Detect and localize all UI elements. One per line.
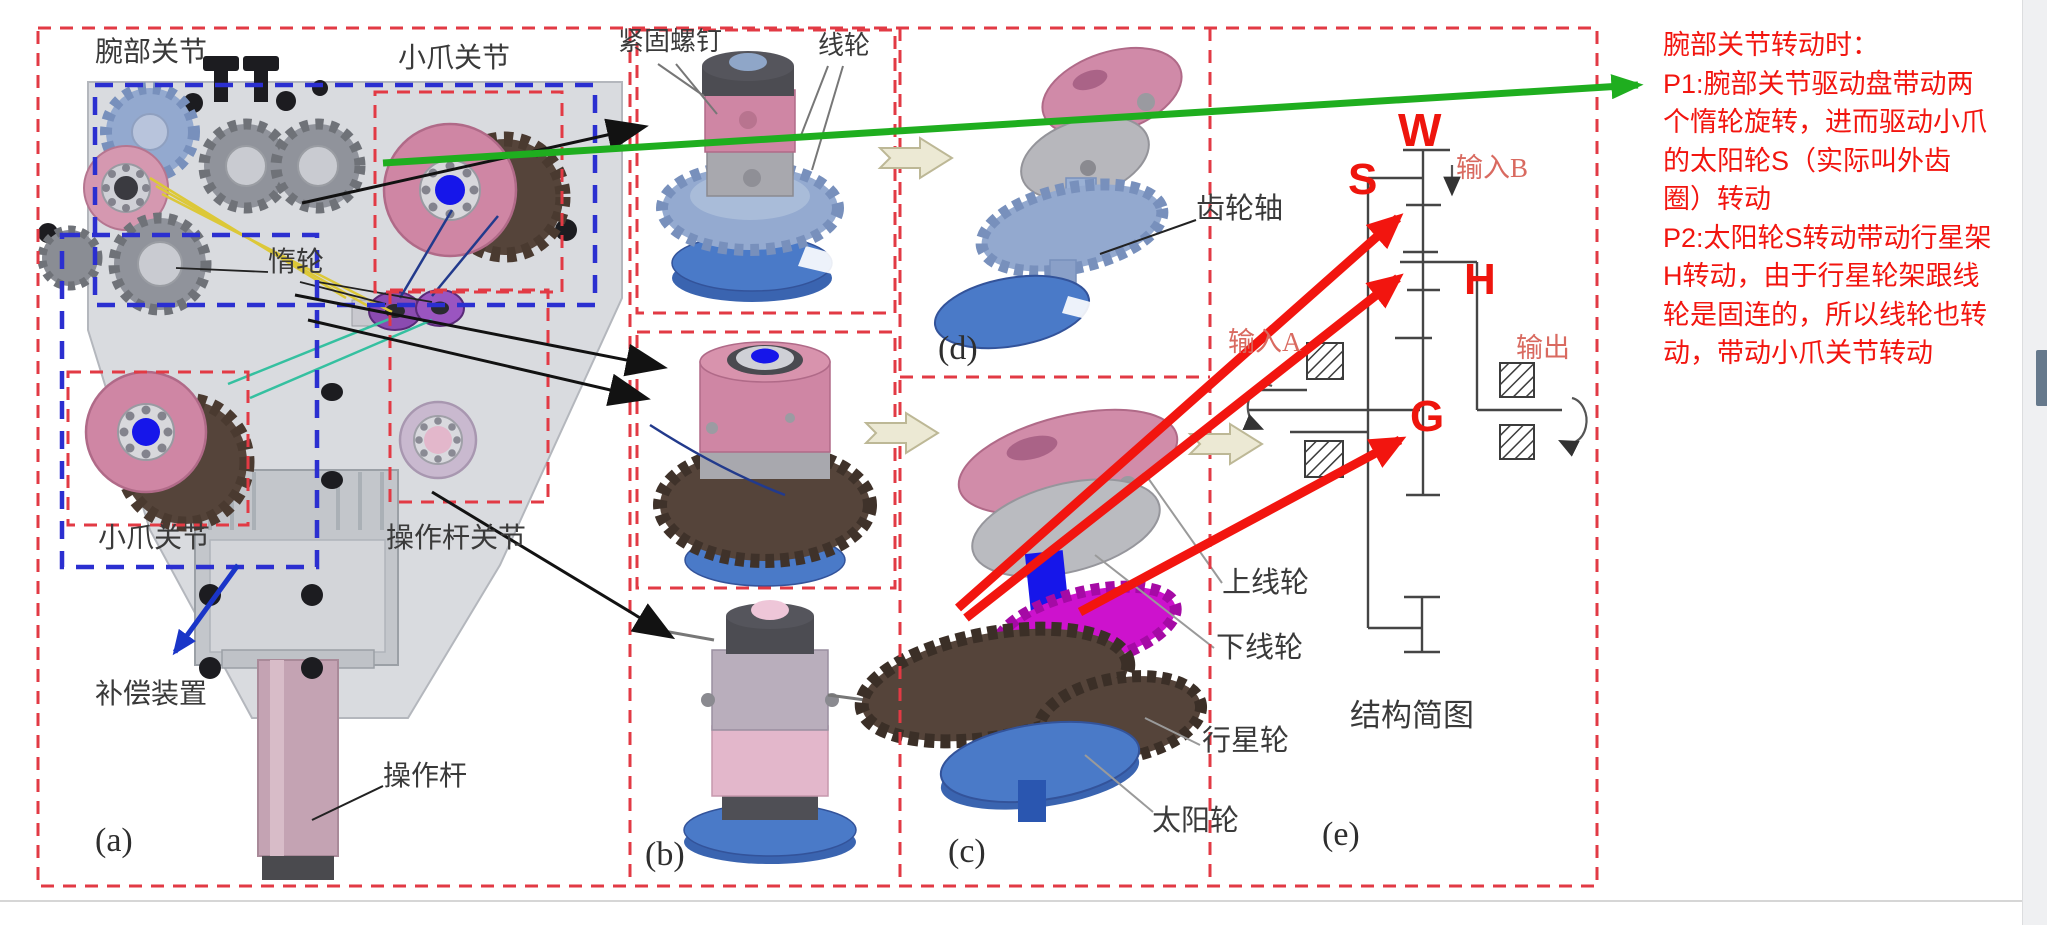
schematic-letter-w: W [1398, 104, 1442, 156]
label-operating-rod: 操作杆 [383, 761, 468, 792]
black-callout-arrows [294, 118, 676, 640]
annotation-line: 轮是固连的，所以线轮也转 [1663, 299, 1987, 330]
label-lower-wire-wheel: 下线轮 [1216, 632, 1304, 664]
panel-tag-b: (b) [645, 836, 685, 873]
bottom-separator [0, 900, 2047, 902]
rod-label-leader [311, 785, 384, 821]
gear-gray-3 [108, 212, 212, 316]
schematic-letter-g: G [1410, 392, 1445, 441]
label-claw-joint-bottom: 小爪关节 [98, 523, 211, 554]
label-output: 输出 [1516, 333, 1570, 363]
schematic-letter-s: S [1348, 155, 1378, 204]
label-planet-gear: 行星轮 [1202, 725, 1290, 757]
annotation-line: P2:太阳轮S转动带动行星架 [1663, 222, 1992, 253]
gear-cluster-claw-bottom [84, 370, 255, 532]
label-compensation: 补偿装置 [95, 679, 208, 710]
label-fastening-screw: 紧固螺钉 [618, 27, 723, 56]
colored-leader-lines [149, 176, 499, 400]
annotation-block: 腕部关节转动时： P1:腕部关节驱动盘带动两 个惰轮旋转，进而驱动小爪 的太阳轮… [1663, 26, 2023, 373]
annotation-line: 动，带动小爪关节转动 [1663, 338, 1933, 368]
annotation-line: 的太阳轮S（实际叫外齿 [1663, 145, 1952, 176]
label-input-a: 输入A [1228, 327, 1302, 357]
red-arrows [955, 213, 1407, 622]
annotation-line: 圈）转动 [1663, 184, 1771, 214]
plate-screws [199, 383, 343, 679]
schematic-supports [1304, 342, 1535, 478]
annotation-line: 个惰轮旋转，进而驱动小爪 [1663, 107, 1987, 137]
label-gear-shaft: 齿轮轴 [1196, 193, 1284, 225]
annotation-line: 腕部关节转动时： [1663, 30, 1879, 60]
panel-c-leaders [1084, 477, 1223, 813]
panel-a-assembly [37, 56, 623, 880]
annotation-line: P1:腕部关节驱动盘带动两 [1663, 68, 1974, 99]
label-idler-wheel: 惰轮 [268, 247, 325, 278]
kinematic-schematic [1247, 148, 1562, 654]
panel-tag-e: (e) [1322, 816, 1360, 853]
geared-wheel-unit [649, 341, 877, 587]
wheel-pink-topleft [83, 145, 169, 231]
schematic-caption: 结构简图 [1350, 698, 1474, 733]
schematic-letter-h: H [1464, 255, 1496, 304]
gear-gray-2 [270, 118, 366, 214]
label-input-b: 输入B [1456, 153, 1529, 183]
label-upper-wire-wheel: 上线轮 [1222, 567, 1310, 599]
panel-d-assembly [933, 46, 1197, 350]
annotation-line: H转动，由于行星轮架跟线 [1663, 261, 1980, 291]
gear-gray-4 [37, 225, 103, 291]
green-arrow [382, 74, 1644, 167]
flow-block-arrows [863, 136, 1264, 466]
cylinder-unit [657, 600, 881, 864]
label-wire-wheel: 线轮 [818, 31, 871, 60]
panel-b-assembly [649, 51, 881, 864]
gear-gray-1 [198, 118, 294, 214]
compensation-arrow [172, 563, 241, 656]
label-sun-gear: 太阳轮 [1152, 805, 1240, 837]
wire-wheel-unit [656, 51, 844, 302]
panel-tag-c: (c) [948, 833, 986, 870]
panel-tag-d: (d) [938, 330, 978, 367]
scrollbar-thumb[interactable] [2036, 350, 2047, 406]
top-screws [38, 56, 577, 243]
scrollbar-track[interactable] [2022, 0, 2047, 925]
red-dashed-borders [36, 26, 1599, 888]
rod-joint-bearing [398, 400, 478, 480]
label-wrist-joint: 腕部关节 [95, 37, 208, 68]
screw-label-leaders [657, 63, 844, 171]
label-rod-joint: 操作杆关节 [386, 523, 527, 554]
panel-tag-a: (a) [95, 822, 133, 859]
label-claw-joint-top: 小爪关节 [398, 43, 511, 74]
